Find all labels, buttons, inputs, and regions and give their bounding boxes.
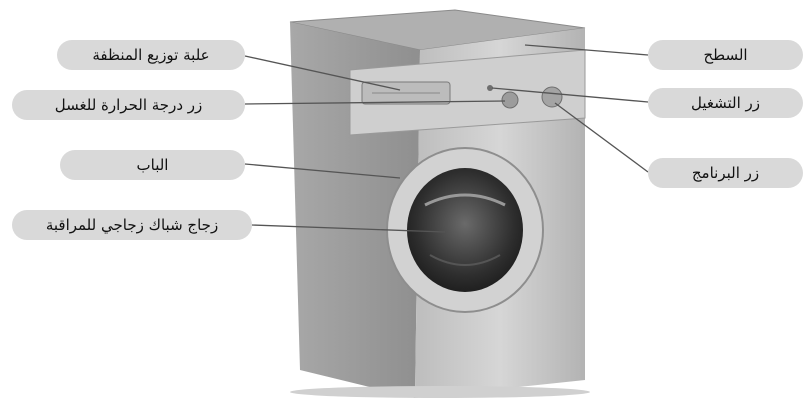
leader-start — [491, 87, 649, 103]
temperature-knob — [501, 91, 519, 109]
leader-top — [524, 44, 649, 56]
washing-machine-illustration — [289, 9, 590, 398]
label-temperature-button: زر درجة الحرارة للغسل — [12, 90, 245, 120]
leader-temperature — [244, 100, 506, 105]
label-top: السطح — [648, 40, 803, 70]
leader-detergent — [244, 55, 401, 91]
leader-glass — [251, 224, 446, 233]
label-program-button: زر البرنامج — [648, 158, 803, 188]
leader-program — [554, 102, 649, 173]
start-indicator — [487, 85, 493, 91]
door-glass — [407, 168, 523, 292]
control-panel — [349, 49, 586, 136]
label-detergent-box: علبة توزيع المنظفة — [57, 40, 245, 70]
label-door: الباب — [60, 150, 245, 180]
program-knob — [541, 86, 563, 108]
label-viewing-glass: زجاج شباك زجاجي للمراقبة — [12, 210, 252, 240]
leader-door — [244, 163, 401, 179]
label-start-button: زر التشغيل — [648, 88, 803, 118]
leader-lines — [244, 44, 649, 233]
